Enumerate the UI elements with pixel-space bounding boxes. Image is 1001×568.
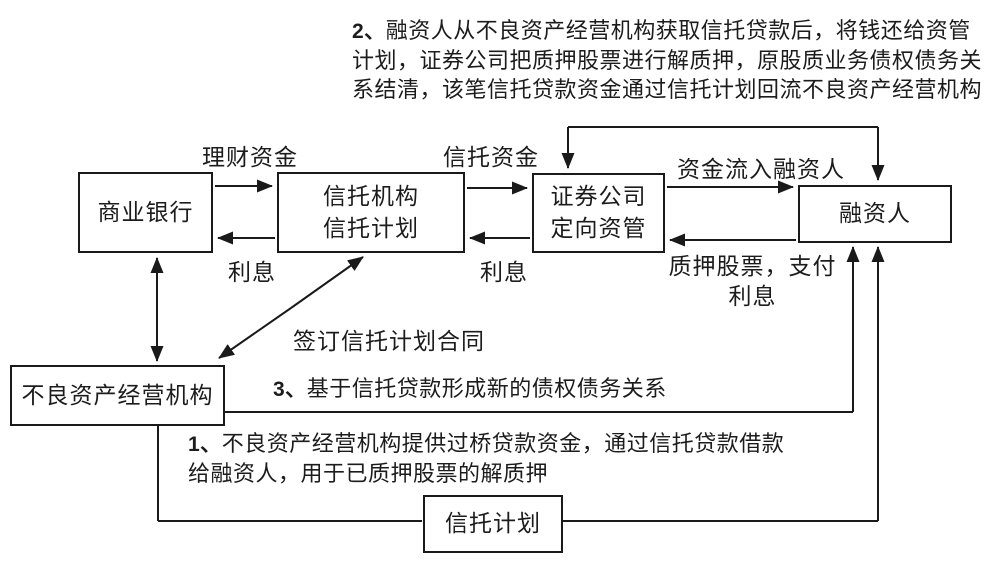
note-1-line1: 不良资产经营机构提供过桥贷款资金，通过信托贷款借款	[221, 431, 785, 456]
label-pledge-shares-line1: 质押股票，支付	[668, 254, 837, 279]
note-2-line1: 融资人从不良资产经营机构获取信托贷款后，将钱还给资管	[385, 18, 971, 43]
box-trust-institution-line2: 信托计划	[323, 215, 419, 241]
box-trust-institution: 信托机构 信托计划	[277, 172, 465, 253]
box-trust-plan: 信托计划	[423, 495, 563, 553]
label-pledge-shares: 质押股票，支付 利息	[660, 252, 845, 312]
box-securities-company-line2: 定向资管	[550, 216, 647, 241]
label-funds-to-financier: 资金流入融资人	[677, 157, 845, 182]
label-pledge-shares-line2: 利息	[728, 284, 777, 309]
box-commercial-bank-label: 商业银行	[97, 199, 194, 225]
note-3: 3、基于信托贷款形成新的债权债务关系	[273, 374, 667, 404]
label-sign-contract: 签订信托计划合同	[293, 329, 485, 354]
box-commercial-bank: 商业银行	[78, 172, 213, 253]
box-financier: 融资人	[798, 185, 952, 243]
note-1-line2: 给融资人，用于已质押股票的解质押	[188, 461, 549, 486]
box-npa-institution: 不良资产经营机构	[10, 365, 225, 426]
note-1: 1、不良资产经营机构提供过桥贷款资金，通过信托贷款借款 给融资人，用于已质押股票…	[188, 429, 868, 488]
label-interest-trust: 利息	[480, 260, 528, 285]
note-2-number: 2、	[352, 20, 386, 43]
note-1-number: 1、	[188, 433, 222, 456]
label-interest-bank: 利息	[228, 260, 276, 285]
arrow-npa-to-trust-diagonal	[290, 256, 364, 309]
note-3-text: 基于信托贷款形成新的债权债务关系	[306, 376, 667, 401]
box-trust-plan-label: 信托计划	[445, 511, 541, 536]
box-securities-company: 证券公司 定向资管	[532, 173, 665, 253]
label-trust-funds: 信托资金	[443, 145, 539, 170]
box-securities-company-line1: 证券公司	[550, 184, 647, 209]
note-2-line2: 计划，证券公司把质押股票进行解质押，原股质业务债权债务关	[352, 48, 983, 73]
note-2-line3: 系结清，该笔信托贷款资金通过信托计划回流不良资产经营机构	[352, 77, 983, 102]
box-financier-label: 融资人	[839, 201, 911, 226]
note-3-number: 3、	[273, 378, 307, 401]
label-wealth-funds: 理财资金	[202, 145, 298, 170]
arrow-trust-to-npa-diagonal	[218, 307, 292, 359]
box-trust-institution-line1: 信托机构	[323, 183, 419, 209]
note-2: 2、融资人从不良资产经营机构获取信托贷款后，将钱还给资管 计划，证券公司把质押股…	[352, 16, 1000, 104]
box-npa-institution-label: 不良资产经营机构	[21, 382, 214, 408]
